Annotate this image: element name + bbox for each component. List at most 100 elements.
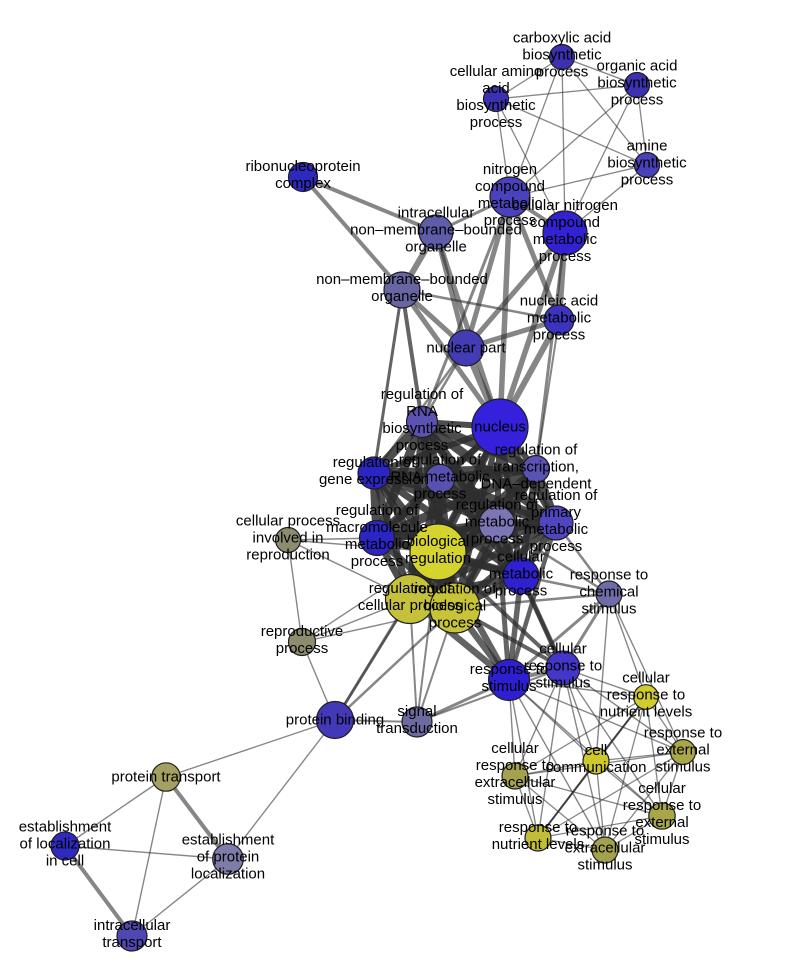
svg-text:intracellular: intracellular [94,917,171,934]
svg-text:process: process [495,583,548,600]
svg-text:process: process [533,327,586,344]
svg-text:biological: biological [424,598,487,615]
svg-text:involved in: involved in [253,530,324,547]
svg-text:process: process [611,92,664,109]
svg-text:biosynthetic: biosynthetic [522,47,602,64]
svg-text:response to: response to [470,661,548,678]
svg-text:process: process [484,212,537,229]
svg-text:compound: compound [475,178,545,195]
svg-text:response to: response to [524,658,602,675]
svg-text:chemical: chemical [579,584,638,601]
svg-text:regulation of: regulation of [381,386,464,403]
svg-text:regulation of: regulation of [336,502,419,519]
svg-text:nutrient levels: nutrient levels [600,704,693,721]
svg-text:of localization: of localization [20,836,111,853]
svg-text:signal: signal [397,703,436,720]
svg-text:regulation of: regulation of [369,580,452,597]
svg-text:transduction: transduction [376,720,458,737]
svg-text:metabolic: metabolic [533,231,598,248]
svg-text:stimulus: stimulus [655,759,710,776]
svg-text:regulation of: regulation of [515,487,598,504]
svg-text:stimulus: stimulus [535,675,590,692]
svg-text:response to: response to [476,757,554,774]
svg-text:process: process [539,248,592,265]
svg-text:organelle: organelle [405,239,467,256]
svg-text:reproductive: reproductive [261,623,344,640]
svg-text:external: external [656,742,709,759]
svg-text:amine: amine [627,138,668,155]
svg-text:nitrogen: nitrogen [483,161,537,178]
svg-text:organelle: organelle [371,288,433,305]
svg-text:in cell: in cell [46,853,84,870]
svg-text:stimulus: stimulus [577,857,632,874]
svg-text:non–membrane–bounded: non–membrane–bounded [350,222,522,239]
svg-text:protein binding: protein binding [286,712,384,729]
svg-text:reproduction: reproduction [246,547,329,564]
svg-text:macromolecule: macromolecule [326,519,428,536]
svg-text:acid: acid [482,80,510,97]
svg-text:cellular: cellular [622,670,670,687]
svg-text:external: external [635,814,688,831]
svg-text:carboxylic acid: carboxylic acid [513,30,611,47]
svg-text:extracellular: extracellular [565,840,646,857]
svg-text:cellular amino: cellular amino [450,63,543,80]
svg-text:process: process [530,538,583,555]
svg-text:non–membrane–bounded: non–membrane–bounded [316,271,488,288]
svg-text:nucleus: nucleus [474,419,526,436]
svg-text:extracellular: extracellular [475,774,556,791]
svg-text:cellular: cellular [539,641,587,658]
svg-text:process: process [536,64,589,81]
svg-text:biosynthetic: biosynthetic [456,97,536,114]
svg-text:cellular: cellular [491,740,539,757]
svg-text:stimulus: stimulus [487,791,542,808]
svg-text:cell: cell [585,742,608,759]
svg-text:organic acid: organic acid [597,58,678,75]
svg-text:regulation of: regulation of [399,452,482,469]
svg-text:biosynthetic: biosynthetic [607,155,687,172]
svg-text:regulation of: regulation of [333,454,416,471]
svg-text:compound: compound [530,214,600,231]
svg-text:nucleic acid: nucleic acid [520,293,598,310]
svg-text:process: process [471,531,524,548]
svg-text:process: process [621,172,674,189]
svg-text:RNA: RNA [406,403,438,420]
svg-text:DNA–dependent: DNA–dependent [481,476,593,493]
svg-text:localization: localization [191,866,265,883]
svg-text:response to: response to [623,797,701,814]
svg-text:cellular: cellular [497,549,545,566]
svg-text:metabolic: metabolic [478,195,543,212]
svg-text:establishment: establishment [182,832,275,849]
svg-text:complex: complex [275,175,331,192]
svg-text:nutrient levels: nutrient levels [492,836,585,853]
svg-text:regulation of: regulation of [456,497,539,514]
svg-text:transport: transport [102,934,162,951]
svg-text:cellular process: cellular process [358,597,462,614]
svg-text:biosynthetic: biosynthetic [382,420,462,437]
svg-text:stimulus: stimulus [481,678,536,695]
svg-text:establishment: establishment [19,819,112,836]
svg-text:process: process [396,437,449,454]
svg-text:biological: biological [407,533,470,550]
svg-text:cellular nitrogen: cellular nitrogen [512,197,618,214]
svg-text:response to: response to [607,687,685,704]
svg-text:process: process [276,640,329,657]
svg-text:primary: primary [531,504,582,521]
svg-text:ribonucleoprotein: ribonucleoprotein [245,158,360,175]
svg-text:stimulus: stimulus [634,831,689,848]
svg-text:process: process [351,553,404,570]
svg-text:process: process [429,615,482,632]
svg-text:process: process [414,486,467,503]
svg-text:response to: response to [644,725,722,742]
svg-text:nuclear part: nuclear part [426,340,506,357]
svg-text:process: process [470,114,523,131]
svg-text:protein transport: protein transport [111,769,221,786]
svg-text:metabolic: metabolic [524,521,589,538]
svg-text:intracellular: intracellular [398,205,475,222]
svg-text:metabolic: metabolic [489,566,554,583]
svg-text:regulation of: regulation of [414,581,497,598]
svg-text:communication: communication [546,759,647,776]
svg-text:response to: response to [570,567,648,584]
svg-text:of protein: of protein [197,849,260,866]
svg-text:response to: response to [499,819,577,836]
svg-text:response to: response to [566,823,644,840]
